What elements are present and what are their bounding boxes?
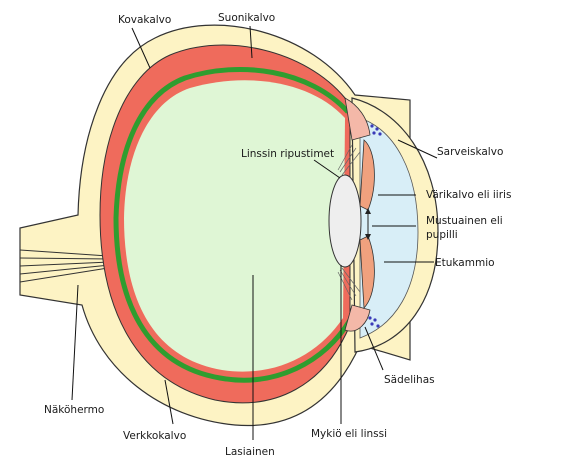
label-suonikalvo: Suonikalvo: [218, 12, 275, 24]
label-varikalvo: Värikalvo eli iiris: [426, 189, 511, 201]
label-mykio: Mykiö eli linssi: [311, 428, 387, 440]
label-mustuainen-line2: pupilli: [426, 229, 458, 241]
label-lasiainen: Lasiainen: [225, 446, 275, 458]
label-sadelihas: Sädelihas: [384, 374, 435, 386]
lens-shape: [329, 175, 361, 267]
label-nakohermo: Näköhermo: [44, 404, 104, 416]
label-etukammio: Etukammio: [435, 257, 495, 269]
label-sarveiskalvo: Sarveiskalvo: [437, 146, 503, 158]
label-kovakalvo: Kovakalvo: [118, 14, 171, 26]
label-verkkokalvo: Verkkokalvo: [123, 430, 186, 442]
vitreous-shape: [124, 80, 345, 371]
label-mustuainen-line1: Mustuainen eli: [426, 215, 503, 227]
label-linssin-ripustimet: Linssin ripustimet: [241, 148, 334, 160]
